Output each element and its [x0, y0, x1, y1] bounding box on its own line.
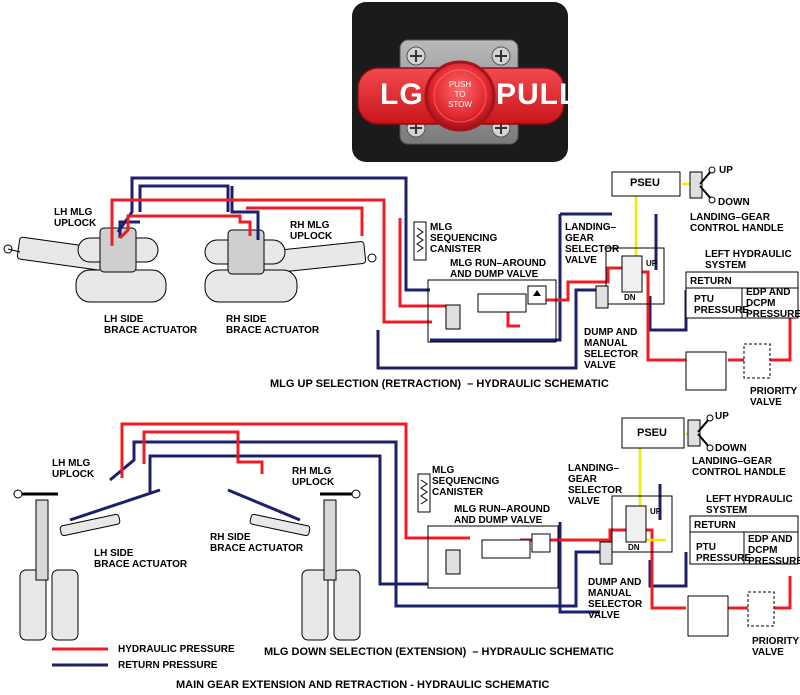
down-runaround-label: MLG RUN–AROUND AND DUMP VALVE — [454, 504, 551, 526]
down-down-label: DOWN — [715, 443, 747, 454]
down-ptu-label: PTU PRESSURE — [696, 542, 752, 564]
down-lh-brace-label: LH SIDE BRACE ACTUATOR — [94, 548, 188, 570]
down-handle-label: LANDING–GEAR CONTROL HANDLE — [692, 456, 786, 478]
up-sequencing-label: MLG SEQUENCING CANISTER — [430, 222, 498, 255]
legend-pressure-label: HYDRAULIC PRESSURE — [118, 644, 235, 655]
down-up-label: UP — [715, 411, 729, 422]
down-sequencing-label: MLG SEQUENCING CANISTER — [432, 465, 500, 498]
legend-return-label: RETURN PRESSURE — [118, 660, 218, 671]
rh-main-gear-extended — [249, 489, 361, 641]
up-handle-label: LANDING–GEAR CONTROL HANDLE — [690, 212, 784, 234]
sequencing-canister — [417, 473, 431, 513]
down-priority-label: PRIORITY VALVE — [752, 636, 800, 658]
down-valve-dn-label: DN — [628, 543, 640, 552]
selector-valve — [605, 247, 665, 305]
pseu-box — [621, 417, 685, 449]
push-to-stow-button[interactable] — [424, 60, 496, 132]
lh-main-gear-extended — [13, 489, 121, 641]
up-rh-brace-label: RH SIDE BRACE ACTUATOR — [226, 314, 320, 336]
down-rh-uplock-label: RH MLG UPLOCK — [292, 466, 335, 488]
up-dump-label: DUMP AND MANUAL SELECTOR VALVE — [584, 327, 639, 371]
up-selection-diagram — [3, 166, 799, 391]
down-rh-brace-label: RH SIDE BRACE ACTUATOR — [210, 532, 304, 554]
lh-main-gear-retracted — [3, 227, 167, 303]
down-selection-diagram — [13, 414, 799, 641]
run-around-valve — [427, 525, 559, 589]
up-runaround-label: MLG RUN–AROUND AND DUMP VALVE — [450, 258, 547, 280]
up-lh-uplock-label: LH MLG UPLOCK — [54, 207, 97, 229]
down-dump-label: DUMP AND MANUAL SELECTOR VALVE — [588, 577, 643, 621]
run-around-valve — [427, 279, 557, 343]
down-diagram-title: MLG DOWN SELECTION (EXTENSION) – HYDRAUL… — [264, 646, 614, 658]
up-valve-dn-label: DN — [624, 293, 636, 302]
handle-lg-text: LG — [380, 78, 424, 111]
down-return-label: RETURN — [694, 520, 736, 531]
up-lh-brace-label: LH SIDE BRACE ACTUATOR — [104, 314, 198, 336]
up-up-label: UP — [719, 165, 733, 176]
down-edp-label: EDP AND DCPM PRESSURE — [748, 534, 800, 567]
up-selector-label: LANDING– GEAR SELECTOR VALVE — [565, 222, 620, 266]
down-lh-uplock-label: LH MLG UPLOCK — [52, 458, 95, 480]
rh-main-gear-retracted — [204, 229, 377, 303]
landing-gear-handle-panel — [352, 2, 568, 162]
down-pseu-label: PSEU — [637, 427, 667, 439]
up-ptu-label: PTU PRESSURE — [694, 294, 750, 316]
up-diagram-title: MLG UP SELECTION (RETRACTION) – HYDRAULI… — [270, 378, 609, 390]
up-edp-label: EDP AND DCPM PRESSURE — [746, 287, 800, 320]
handle-pull-text: PULL — [496, 78, 579, 111]
down-valve-up-label: UP — [650, 507, 662, 516]
pseu-box — [611, 171, 681, 197]
selector-valve — [611, 495, 673, 553]
up-pseu-label: PSEU — [630, 177, 660, 189]
up-priority-label: PRIORITY VALVE — [750, 386, 798, 408]
sequencing-canister — [413, 221, 427, 261]
up-rh-uplock-label: RH MLG UPLOCK — [290, 220, 333, 242]
up-hyd-system-label: LEFT HYDRAULIC SYSTEM — [705, 249, 792, 271]
footer-title: MAIN GEAR EXTENSION AND RETRACTION - HYD… — [176, 679, 550, 691]
down-hyd-system-label: LEFT HYDRAULIC SYSTEM — [706, 494, 793, 516]
up-return-label: RETURN — [690, 276, 732, 287]
up-down-label: DOWN — [718, 197, 750, 208]
up-valve-up-label: UP — [646, 259, 658, 268]
down-selector-label: LANDING– GEAR SELECTOR VALVE — [568, 463, 623, 507]
